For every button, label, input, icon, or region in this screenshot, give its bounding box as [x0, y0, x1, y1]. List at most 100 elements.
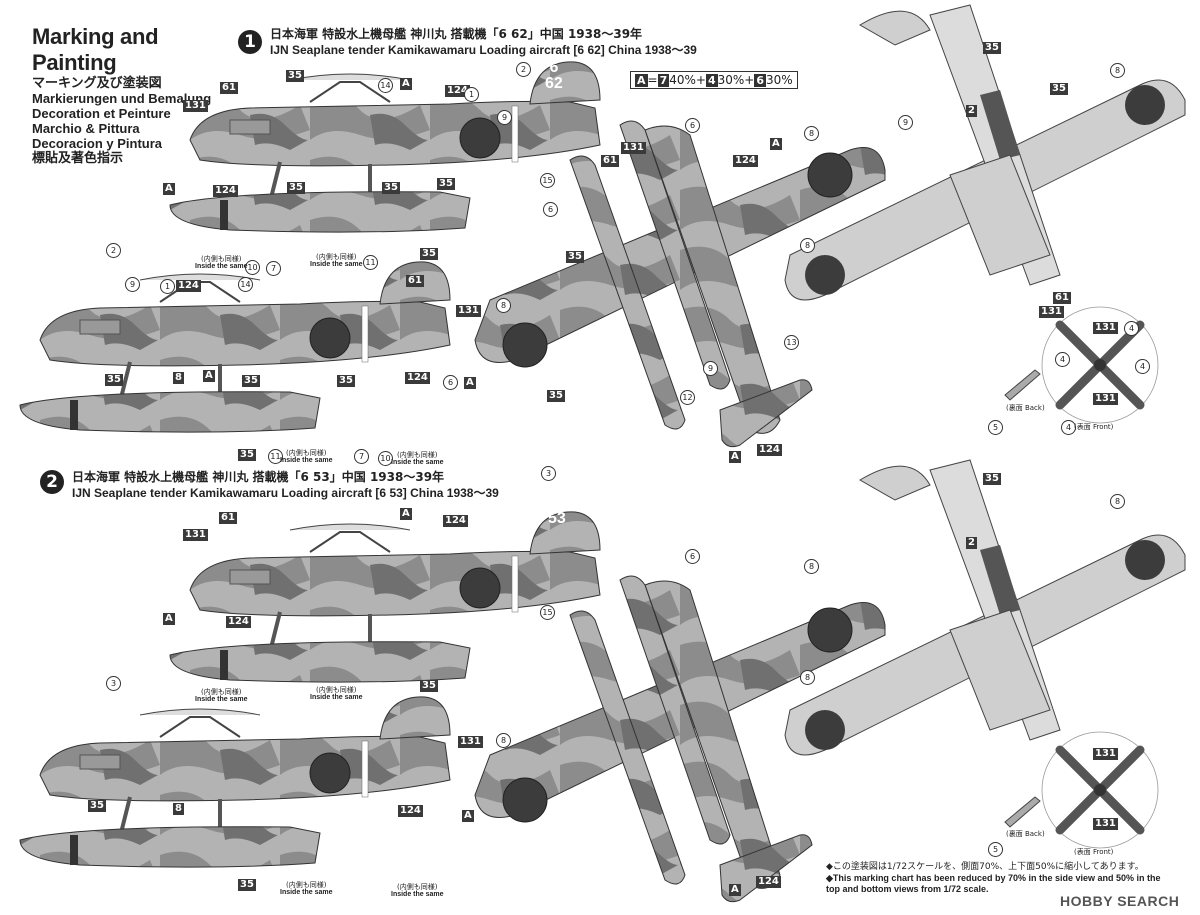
callout-circle-13: 13	[784, 335, 799, 350]
callout-a: A	[729, 451, 741, 463]
callout-35: 35	[983, 42, 1001, 54]
title-line-cn: 標貼及著色指示	[32, 151, 124, 166]
callout-35: 35	[286, 70, 304, 82]
callout-circle-8: 8	[804, 559, 819, 574]
callout-131: 131	[621, 142, 646, 154]
callout-circle-14: 14	[238, 277, 253, 292]
watermark-logo: HOBBY SEARCH	[1060, 893, 1180, 909]
callout-circle-4: 4	[1061, 420, 1076, 435]
callout-131: 131	[456, 305, 481, 317]
callout-61: 61	[1053, 292, 1071, 304]
inside-same-note: (内側も同様)Inside the same	[280, 881, 333, 896]
inside-same-note: (内側も同様)Inside the same	[310, 253, 363, 268]
callout-circle-9: 9	[497, 110, 512, 125]
callout-35: 35	[238, 879, 256, 891]
title-block: Marking and Painting マーキング及び塗装図 Markieru…	[32, 24, 232, 166]
callout-131: 131	[1093, 818, 1118, 830]
scheme-2-number: 2	[40, 470, 64, 494]
scheme-1-title-en: IJN Seaplane tender Kamikawamaru Loading…	[270, 43, 697, 57]
callout-a: A	[729, 884, 741, 896]
callout-circle-6: 6	[443, 375, 458, 390]
callout-35: 35	[420, 680, 438, 692]
callout-131: 131	[1039, 306, 1064, 318]
callout-circle-3: 3	[541, 466, 556, 481]
callout-circle-14: 14	[378, 78, 393, 93]
callout-circle-8: 8	[496, 298, 511, 313]
callout-a: A	[462, 810, 474, 822]
callout-a: A	[400, 78, 412, 90]
callout-35: 35	[88, 800, 106, 812]
callout-circle-9: 9	[125, 277, 140, 292]
callout-circle-8: 8	[800, 670, 815, 685]
callout-circle-10: 10	[245, 260, 260, 275]
callout-circle-12: 12	[680, 390, 695, 405]
callout-131: 131	[183, 100, 208, 112]
propeller-back-label: (裏面 Back)	[1006, 830, 1045, 838]
propeller-front-label: (表面 Front)	[1074, 848, 1114, 856]
callout-circle-2: 2	[106, 243, 121, 258]
callout-circle-8: 8	[1110, 63, 1125, 78]
callout-circle-8: 8	[804, 126, 819, 141]
title-line-jp: マーキング及び塗装図	[32, 76, 162, 91]
callout-circle-3: 3	[106, 676, 121, 691]
callout-a: A	[203, 370, 215, 382]
inside-same-note: (内側も同様)Inside the same	[310, 686, 363, 701]
callout-circle-7: 7	[266, 261, 281, 276]
callout-35: 35	[287, 182, 305, 194]
scheme-2-title-jp: 日本海軍 特設水上機母艦 神川丸 搭載機「6 53」中国 1938〜39年	[72, 470, 445, 484]
scheme-1-title-jp: 日本海軍 特設水上機母艦 神川丸 搭載機「6 62」中国 1938〜39年	[270, 27, 643, 41]
callout-131: 131	[1093, 322, 1118, 334]
callout-circle-5: 5	[988, 420, 1003, 435]
callout-35: 35	[1050, 83, 1068, 95]
title-line-es: Decoracion y Pintura	[32, 136, 163, 151]
callout-131: 131	[1093, 393, 1118, 405]
callout-circle-8: 8	[496, 733, 511, 748]
callout-circle-5: 5	[988, 842, 1003, 857]
callout-131: 131	[458, 736, 483, 748]
callout-circle-6: 6	[685, 549, 700, 564]
callout-a: A	[400, 508, 412, 520]
callout-circle-15: 15	[540, 173, 555, 188]
callout-35: 35	[242, 375, 260, 387]
title-line-fr: Decoration et Peinture	[32, 106, 171, 121]
inside-same-note: (内側も同様)Inside the same	[391, 451, 444, 466]
scale-note: ◆この塗装図は1/72スケールを、側面70%、上下面50%に縮小してあります。 …	[826, 862, 1161, 894]
inside-same-note: (内側も同様)Inside the same	[195, 255, 248, 270]
inside-same-note: (内側も同様)Inside the same	[195, 688, 248, 703]
callout-35: 35	[105, 374, 123, 386]
callout-a: A	[770, 138, 782, 150]
inside-same-note: (内側も同様)Inside the same	[391, 883, 444, 898]
scheme-2-title-en: IJN Seaplane tender Kamikawamaru Loading…	[72, 486, 499, 500]
callout-circle-6: 6	[685, 118, 700, 133]
callout-circle-6: 6	[543, 202, 558, 217]
callout-35: 35	[983, 473, 1001, 485]
callout-61: 61	[601, 155, 619, 167]
callout-124: 124	[405, 372, 430, 384]
callout-circle-2: 2	[516, 62, 531, 77]
callout-a: A	[163, 613, 175, 625]
callout-124: 124	[213, 185, 238, 197]
callout-circle-7: 7	[354, 449, 369, 464]
callout-124: 124	[445, 85, 470, 97]
callout-131: 131	[183, 529, 208, 541]
callout-8: 8	[173, 803, 184, 815]
callout-124: 124	[757, 444, 782, 456]
propeller-front-label: (表面 Front)	[1074, 423, 1114, 431]
callout-35: 35	[547, 390, 565, 402]
callout-35: 35	[420, 248, 438, 260]
callout-a: A	[163, 183, 175, 195]
callout-circle-10: 10	[378, 451, 393, 466]
callout-a: A	[464, 377, 476, 389]
callout-124: 124	[756, 876, 781, 888]
callout-circle-4: 4	[1055, 352, 1070, 367]
page-title: Marking and Painting	[32, 24, 159, 75]
callout-35: 35	[337, 375, 355, 387]
callout-circle-1: 1	[160, 279, 175, 294]
title-line-de: Markierungen und Bemalung	[32, 91, 212, 106]
callout-circle-11: 11	[268, 449, 283, 464]
